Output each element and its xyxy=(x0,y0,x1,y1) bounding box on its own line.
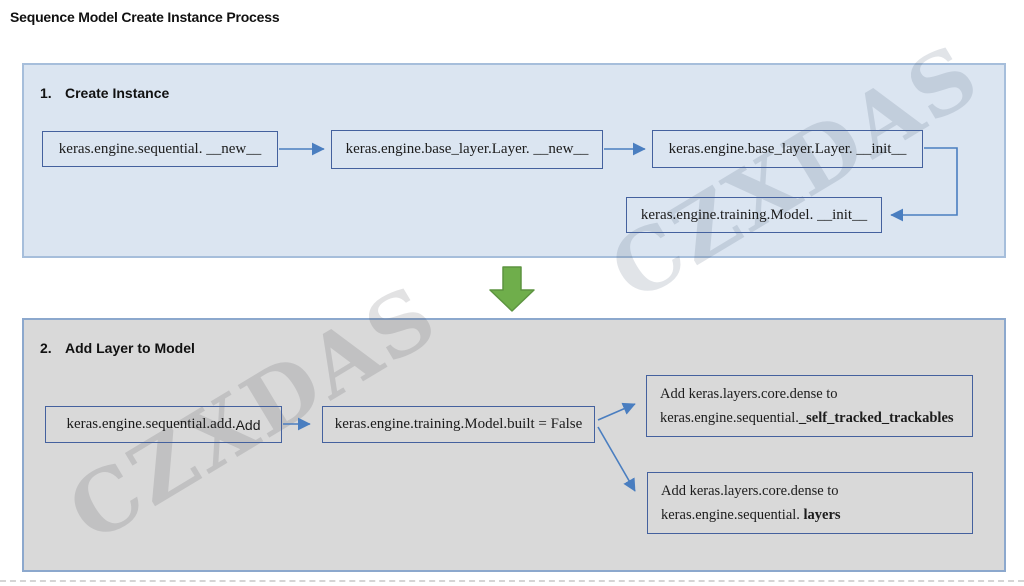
flow-box-add-dense-trackables: Add keras.layers.core.dense to keras.eng… xyxy=(646,375,973,437)
section1-number: 1. xyxy=(40,85,52,101)
box-line2: keras.engine.sequential._self_tracked_tr… xyxy=(660,410,954,426)
box-text-serif: keras.engine.sequential.add. xyxy=(66,416,236,432)
slide-bottom-dashed-edge xyxy=(0,580,1024,582)
section1-header: 1. Create Instance xyxy=(40,85,169,101)
section-create-instance: 1. Create Instance xyxy=(22,63,1006,258)
box-line1: Add keras.layers.core.dense to xyxy=(661,483,839,499)
flow-box-baselayer-new: keras.engine.base_layer.Layer. __new__ xyxy=(331,130,603,169)
flow-box-baselayer-init: keras.engine.base_layer.Layer. __init__ xyxy=(652,130,923,168)
section-add-layer: 2. Add Layer to Model xyxy=(22,318,1006,572)
box-line1: Add keras.layers.core.dense to xyxy=(660,386,838,402)
flow-box-model-init: keras.engine.training.Model. __init__ xyxy=(626,197,882,233)
flow-box-add-dense-layers: Add keras.layers.core.dense to keras.eng… xyxy=(647,472,973,534)
box-text-sans: Add xyxy=(235,416,261,433)
page-title: Sequence Model Create Instance Process xyxy=(10,9,280,25)
section2-number: 2. xyxy=(40,340,52,356)
flow-box-sequential-add: keras.engine.sequential.add.Add xyxy=(45,406,282,443)
section2-header: 2. Add Layer to Model xyxy=(40,340,195,356)
flow-box-model-built-false: keras.engine.training.Model.built = Fals… xyxy=(322,406,595,443)
section1-label: Create Instance xyxy=(65,85,170,101)
green-down-arrow-icon xyxy=(489,266,535,312)
box-line2: keras.engine.sequential. layers xyxy=(661,507,841,523)
flow-box-sequential-new: keras.engine.sequential. __new__ xyxy=(42,131,278,167)
section2-label: Add Layer to Model xyxy=(65,340,195,356)
